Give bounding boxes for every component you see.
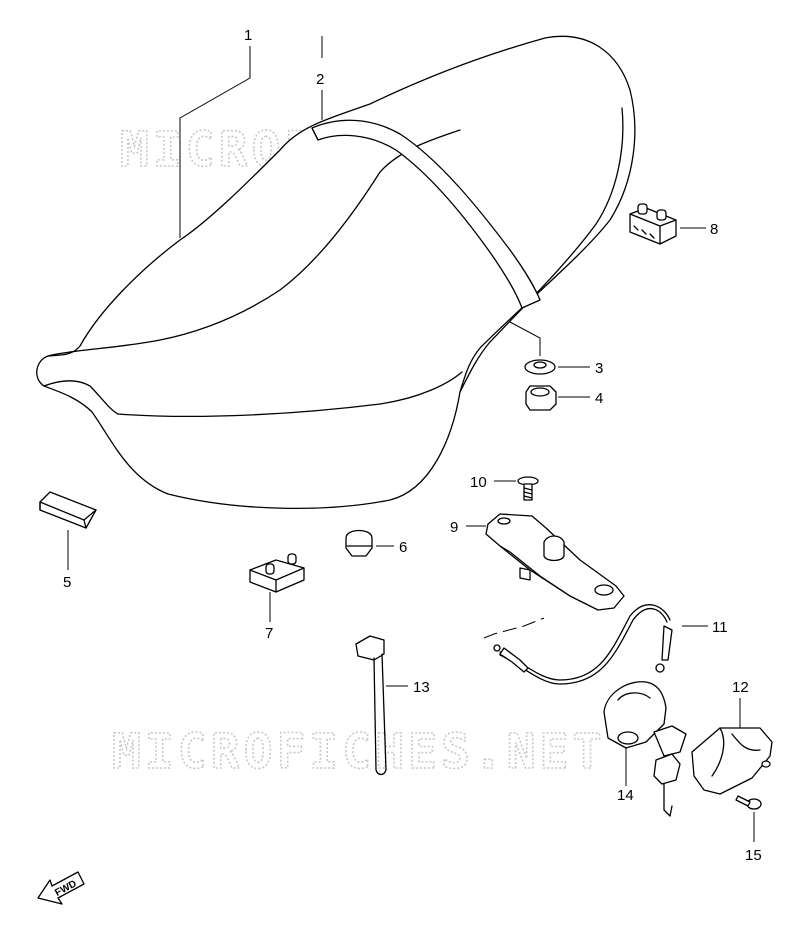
seat-lock-cable-part (493, 604, 673, 685)
cushion-block-part (629, 203, 677, 245)
callout-10: 10 (470, 474, 487, 491)
callout-8: 8 (710, 221, 718, 238)
seat-assembly (36, 35, 636, 510)
callout-15: 15 (745, 847, 762, 864)
screw-part (517, 476, 539, 501)
callout-4: 4 (595, 390, 603, 407)
callout-1: 1 (244, 27, 252, 44)
callout-labels: 1 2 3 4 5 6 7 8 9 10 11 12 13 14 15 (63, 27, 762, 864)
callout-5: 5 (63, 574, 71, 591)
callout-12: 12 (732, 679, 749, 696)
callout-3: 3 (595, 360, 603, 377)
rubber-cushion-part (39, 491, 97, 529)
callout-6: 6 (399, 539, 407, 556)
bracket-part (249, 553, 305, 593)
lock-set-part (603, 681, 687, 817)
callout-14: 14 (617, 787, 634, 804)
strap-band-part (355, 635, 387, 776)
washer-part (524, 359, 556, 375)
cap-nut-part (345, 529, 373, 557)
callout-9: 9 (450, 519, 458, 536)
callout-13: 13 (413, 679, 430, 696)
forward-arrow-icon: FWD (37, 871, 85, 905)
fwd-label: FWD (53, 878, 78, 898)
callout-11: 11 (712, 619, 728, 636)
watermark-bottom: MICROFICHES.NET (112, 724, 605, 780)
callout-7: 7 (265, 625, 273, 642)
lock-cover-part (691, 727, 773, 795)
callout-2: 2 (316, 71, 324, 88)
nut-part (525, 385, 557, 411)
cover-screw-part (735, 795, 762, 810)
leader-lines (67, 36, 755, 842)
seat-lock-part (485, 513, 625, 611)
seat-strap (311, 119, 541, 309)
